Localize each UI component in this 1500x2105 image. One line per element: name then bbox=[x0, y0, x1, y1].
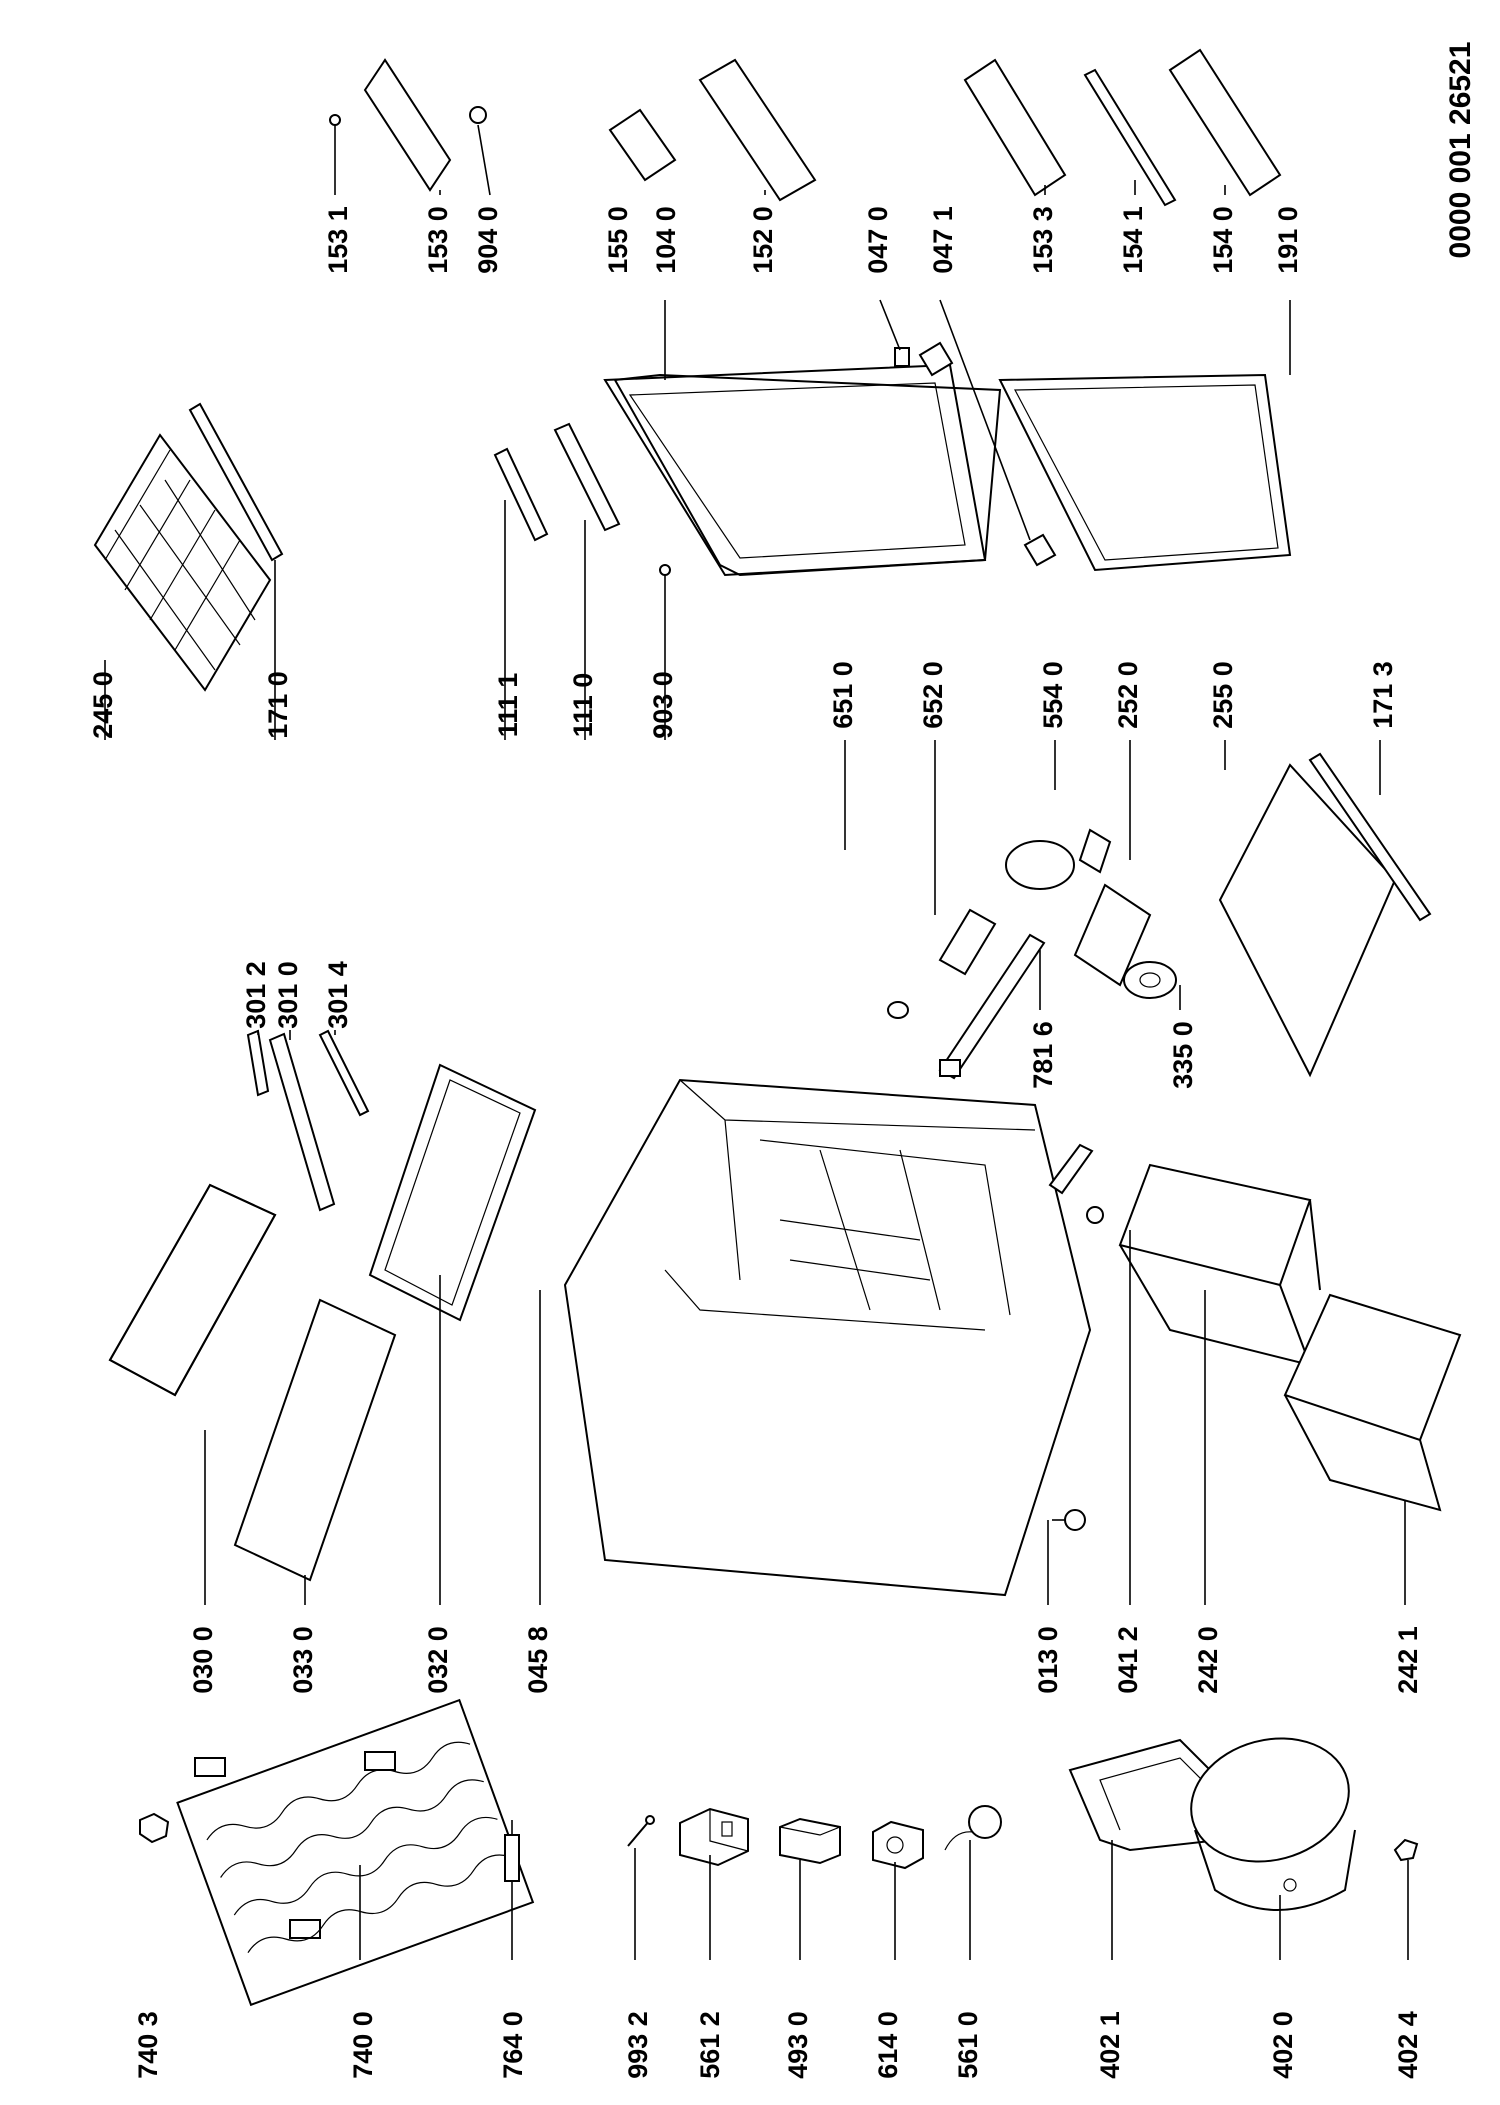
part-number-label: 153 0 bbox=[423, 206, 453, 274]
part-number-label: 154 0 bbox=[1208, 206, 1238, 274]
part-number-label: 032 0 bbox=[423, 1626, 453, 1694]
part-number-label: 493 0 bbox=[783, 2011, 813, 2079]
part-foot-0130 bbox=[1052, 1509, 1086, 1531]
part-number-label: 171 3 bbox=[1368, 661, 1398, 729]
part-number-label: 041 2 bbox=[1113, 1626, 1143, 1694]
part-number-label: 245 0 bbox=[88, 671, 118, 739]
part-number-label: 904 0 bbox=[473, 206, 503, 274]
part-door-accessories bbox=[329, 48, 1282, 207]
part-number-label: 152 0 bbox=[748, 206, 778, 274]
part-strip-1710 bbox=[188, 402, 284, 562]
part-number-label: 047 0 bbox=[863, 206, 893, 274]
part-number-label: 242 1 bbox=[1393, 1626, 1423, 1694]
part-number-label: 993 2 bbox=[623, 2011, 653, 2079]
part-number-label: 561 2 bbox=[695, 2011, 725, 2079]
part-hinge-0412 bbox=[1048, 1143, 1104, 1224]
part-number-label: 402 0 bbox=[1268, 2011, 1298, 2079]
part-strip-1713 bbox=[1308, 752, 1432, 922]
part-number-label: 764 0 bbox=[498, 2011, 528, 2079]
part-cabinet bbox=[563, 1078, 1092, 1597]
leader-lines bbox=[104, 124, 1409, 1960]
part-tube-7640 bbox=[504, 1820, 520, 1882]
part-gasket-1910 bbox=[998, 373, 1292, 572]
part-number-label: 242 0 bbox=[1193, 1626, 1223, 1694]
part-shelf-0320 bbox=[368, 1063, 537, 1322]
part-number-label: 335 0 bbox=[1168, 1021, 1198, 1089]
part-sensor-9932 bbox=[627, 1815, 655, 1847]
part-number-label: 155 0 bbox=[603, 206, 633, 274]
part-compressor-4020 bbox=[1190, 1737, 1356, 1911]
part-lamp-7816 bbox=[938, 933, 1046, 1080]
part-number-label: 013 0 bbox=[1033, 1626, 1063, 1694]
part-shelf-0300 bbox=[108, 1183, 277, 1397]
part-number-label: 652 0 bbox=[918, 661, 948, 729]
part-relay-5612 bbox=[679, 1807, 749, 1867]
part-number-label: 740 0 bbox=[348, 2011, 378, 2079]
part-number-label: 171 0 bbox=[263, 671, 293, 739]
part-number-label: 301 2 bbox=[241, 961, 271, 1029]
part-crisper-2421 bbox=[1283, 1293, 1462, 1512]
part-knob-5610 bbox=[944, 1805, 1002, 1851]
part-number-label: 154 1 bbox=[1118, 206, 1148, 274]
part-number-label: 252 0 bbox=[1113, 661, 1143, 729]
part-crisper-2420 bbox=[1118, 1163, 1321, 1367]
part-screw-9030 bbox=[659, 564, 671, 576]
part-thermo-housing bbox=[938, 828, 1152, 987]
part-hinge-047 bbox=[894, 341, 1057, 567]
part-number-label: 554 0 bbox=[1038, 661, 1068, 729]
part-strips-301 bbox=[246, 1029, 370, 1212]
part-number-label: 614 0 bbox=[873, 2011, 903, 2079]
part-number-label: 045 8 bbox=[523, 1626, 553, 1694]
part-number-label: 153 3 bbox=[1028, 206, 1058, 274]
part-number-label: 781 6 bbox=[1028, 1021, 1058, 1089]
part-plug-7403 bbox=[139, 1812, 170, 1844]
part-clip-4024 bbox=[1393, 1838, 1419, 1862]
part-number-label: 651 0 bbox=[828, 661, 858, 729]
part-number-label: 561 0 bbox=[953, 2011, 983, 2079]
part-box-4930 bbox=[779, 1817, 841, 1865]
part-number-label: 740 3 bbox=[133, 2011, 163, 2079]
part-number-label: 047 1 bbox=[928, 206, 958, 274]
part-bars-111 bbox=[493, 422, 621, 542]
part-thermostat-6140 bbox=[872, 1820, 924, 1870]
part-labels: 740 3 740 0 764 0 993 2 561 2 493 0 614 0 561 0… bbox=[88, 206, 1423, 2079]
part-shelf-0330 bbox=[233, 1298, 397, 1582]
part-number-label: 903 0 bbox=[648, 671, 678, 739]
part-number-label: 111 0 bbox=[568, 673, 598, 738]
part-rack-2450 bbox=[93, 433, 272, 692]
part-number-label: 111 1 bbox=[493, 673, 523, 738]
part-fan-3350 bbox=[1123, 961, 1177, 999]
part-number-label: 030 0 bbox=[188, 1626, 218, 1694]
part-number-label: 033 0 bbox=[288, 1626, 318, 1694]
part-number-label: 402 1 bbox=[1095, 2011, 1125, 2079]
part-number-label: 301 0 bbox=[273, 961, 303, 1029]
part-door-1040 bbox=[603, 363, 1002, 577]
part-plate-2550 bbox=[1218, 763, 1397, 1078]
part-number-label: 402 4 bbox=[1393, 2011, 1423, 2079]
part-number-label: 153 1 bbox=[323, 206, 353, 274]
part-evaporator bbox=[176, 1698, 535, 2007]
part-number-label: 104 0 bbox=[651, 206, 681, 274]
part-number-label: 255 0 bbox=[1208, 661, 1238, 729]
part-number-label: 301 4 bbox=[323, 961, 353, 1029]
part-bulb-6510 bbox=[887, 1001, 909, 1019]
part-number-label: 191 0 bbox=[1273, 206, 1303, 274]
document-number: 0000 001 26521 bbox=[1444, 42, 1477, 259]
